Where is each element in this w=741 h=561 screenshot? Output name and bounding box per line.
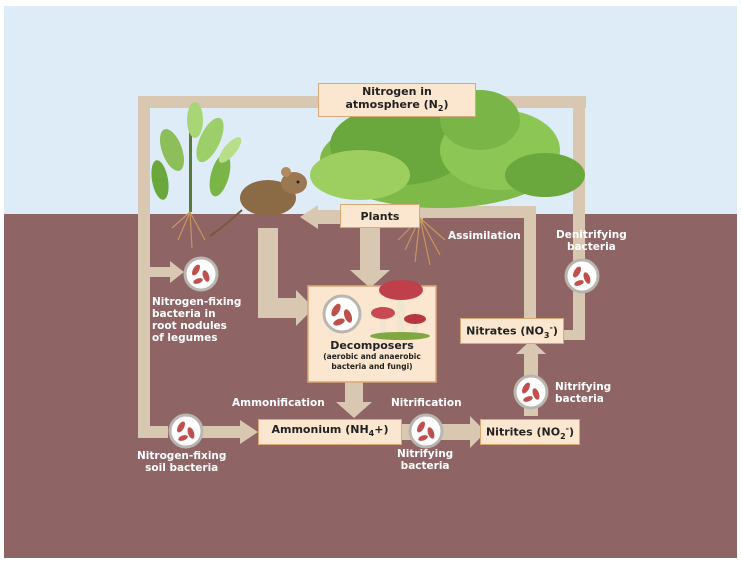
- assimilation-label: Assimilation: [448, 230, 521, 242]
- denitrifying-bacteria-label: Denitrifying bacteria: [556, 229, 627, 253]
- ammonification-label: Ammonification: [232, 397, 325, 409]
- bacteria-circle-icon-soil: [170, 415, 202, 447]
- nitrifying-bacteria-top-label: Nitrifying bacteria: [555, 381, 611, 405]
- nitrites-label: Nitrites (NO2-): [486, 422, 574, 443]
- ammonium-box: Ammonium (NH4+): [258, 419, 402, 445]
- atmosphere-line1: Nitrogen in: [362, 85, 432, 98]
- nitrogen-fixing-nodules-label: Nitrogen-fixing bacteria in root nodules…: [152, 296, 241, 344]
- decomposers-desc-line1: (aerobic and anaerobic: [308, 352, 436, 362]
- atmosphere-line2: atmosphere (N2): [346, 98, 449, 115]
- bacteria-circle-icon-denitrifying: [566, 260, 598, 292]
- nitrification-label: Nitrification: [391, 397, 462, 409]
- decomposers-desc-line2: bacteria and fungi): [308, 362, 436, 372]
- nitrates-label: Nitrates (NO3-): [466, 321, 558, 342]
- bacteria-circle-icon-nodules: [185, 258, 217, 290]
- plants-box: Plants: [340, 204, 420, 228]
- plants-label: Plants: [361, 210, 400, 223]
- bacteria-circle-icon-nitrifying-top: [515, 376, 547, 408]
- nitrites-box: Nitrites (NO2-): [480, 419, 580, 445]
- ammonium-label: Ammonium (NH4+): [272, 423, 389, 440]
- nitrifying-bacteria-bottom-label: Nitrifying bacteria: [397, 448, 453, 472]
- nitrates-box: Nitrates (NO3-): [460, 318, 564, 344]
- atmosphere-box: Nitrogen in atmosphere (N2): [318, 83, 476, 117]
- bacteria-circle-icon-decomposers: [324, 296, 360, 332]
- decomposers-text: Decomposers (aerobic and anaerobic bacte…: [308, 339, 436, 372]
- decomposers-title: Decomposers: [308, 339, 436, 352]
- nitrogen-fixing-soil-label: Nitrogen-fixing soil bacteria: [137, 450, 226, 474]
- bacteria-circle-icon-nitrifying-bottom: [410, 415, 442, 447]
